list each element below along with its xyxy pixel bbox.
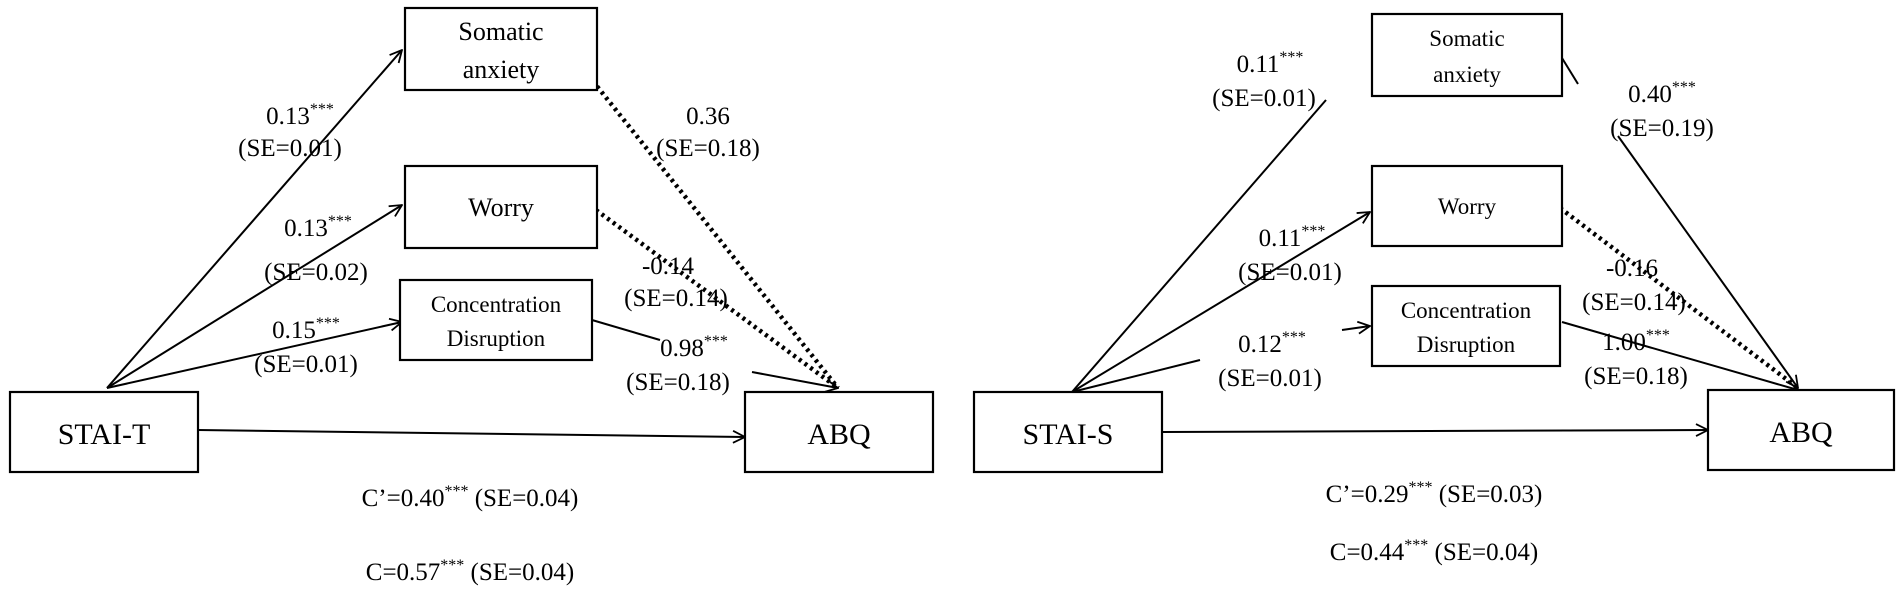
left-a-somatic-coef: 0.13*** <box>266 101 334 130</box>
left-a-somatic-se: (SE=0.01) <box>238 135 342 162</box>
right-b-somatic-se: (SE=0.19) <box>1610 115 1714 142</box>
left-path-c-prime <box>197 429 745 437</box>
right-outcome-box <box>1706 388 1896 472</box>
right-worry-label: Worry <box>1438 194 1497 219</box>
left-b-worry-se: (SE=0.14) <box>624 285 728 312</box>
left-b-worry-coef: -0.14 <box>642 253 695 280</box>
left-concentration-label-2: Disruption <box>447 326 546 351</box>
right-a-somatic-se: (SE=0.01) <box>1212 85 1316 112</box>
right-somatic-label-1: Somatic <box>1429 26 1504 51</box>
left-path-a-somatic <box>106 50 402 389</box>
left-diagram: STAI-T ABQ Somatic anxiety Worry Concent… <box>8 6 935 586</box>
right-outcome-label: ABQ <box>1769 416 1833 449</box>
left-outcome-box <box>743 390 935 474</box>
right-path-a-concentration-seg2 <box>1341 326 1370 330</box>
right-concentration-box <box>1370 284 1562 368</box>
left-somatic-label-2: anxiety <box>463 55 540 84</box>
right-path-b-somatic-seg2 <box>1617 135 1798 388</box>
left-path-b-somatic <box>582 68 840 390</box>
left-c-prime-label: C’=0.40*** (SE=0.04) <box>362 483 579 512</box>
right-c-prime-label: C’=0.29*** (SE=0.03) <box>1326 479 1543 508</box>
right-path-b-concentration <box>1561 321 1798 390</box>
right-concentration-label-1: Concentration <box>1401 298 1532 323</box>
right-a-worry-coef: 0.11*** <box>1259 223 1326 252</box>
right-somatic-box <box>1370 12 1564 98</box>
left-a-worry-coef: 0.13*** <box>284 213 352 242</box>
right-b-worry-coef: -0.16 <box>1606 255 1658 282</box>
left-c-total-label: C=0.57*** (SE=0.04) <box>366 557 574 586</box>
right-a-worry-se: (SE=0.01) <box>1238 259 1342 286</box>
left-predictor-label: STAI-T <box>58 418 151 451</box>
left-path-b-worry <box>594 208 840 390</box>
left-b-concentration-se: (SE=0.18) <box>626 369 730 396</box>
right-predictor-label: STAI-S <box>1023 418 1114 451</box>
right-a-concentration-coef: 0.12*** <box>1238 329 1306 358</box>
right-path-b-worry <box>1558 206 1800 390</box>
right-b-worry-se: (SE=0.14) <box>1582 289 1686 316</box>
left-somatic-box <box>403 6 599 92</box>
left-outcome-label: ABQ <box>807 418 871 451</box>
left-a-worry-se: (SE=0.02) <box>264 259 368 286</box>
left-concentration-box <box>398 278 594 362</box>
left-b-concentration-coef: 0.98*** <box>660 333 728 362</box>
right-c-total-label: C=0.44*** (SE=0.04) <box>1330 537 1538 566</box>
right-path-a-worry <box>1071 212 1370 393</box>
right-concentration-label-2: Disruption <box>1417 332 1516 357</box>
left-concentration-label-1: Concentration <box>431 292 562 317</box>
right-b-concentration-se: (SE=0.18) <box>1584 363 1688 390</box>
right-somatic-label-2: anxiety <box>1433 62 1501 87</box>
right-b-concentration-coef: 1.00*** <box>1602 327 1670 356</box>
left-path-b-concentration-seg1 <box>591 319 661 341</box>
left-path-a-worry <box>106 205 402 389</box>
left-predictor-box <box>8 390 200 474</box>
left-somatic-label-1: Somatic <box>458 17 543 46</box>
left-path-a-concentration <box>106 322 402 389</box>
right-path-a-concentration-seg1 <box>1071 359 1201 393</box>
left-a-concentration-coef: 0.15*** <box>272 315 340 344</box>
left-worry-box <box>403 164 599 250</box>
left-worry-label: Worry <box>468 193 534 222</box>
left-a-concentration-se: (SE=0.01) <box>254 351 358 378</box>
left-b-somatic-coef: 0.36 <box>686 103 730 130</box>
right-path-a-somatic <box>1071 99 1327 393</box>
left-b-somatic-se: (SE=0.18) <box>656 135 760 162</box>
left-path-b-concentration-seg2 <box>751 371 838 388</box>
right-a-somatic-coef: 0.11*** <box>1237 49 1304 78</box>
right-diagram: STAI-S ABQ Somatic anxiety Worry Concent… <box>972 12 1896 566</box>
right-worry-box <box>1370 164 1564 248</box>
right-predictor-box <box>972 390 1164 474</box>
right-a-concentration-se: (SE=0.01) <box>1218 365 1322 392</box>
right-path-b-somatic-seg1 <box>1561 57 1579 85</box>
right-b-somatic-coef: 0.40*** <box>1628 79 1696 108</box>
right-path-c-prime <box>1161 430 1708 432</box>
